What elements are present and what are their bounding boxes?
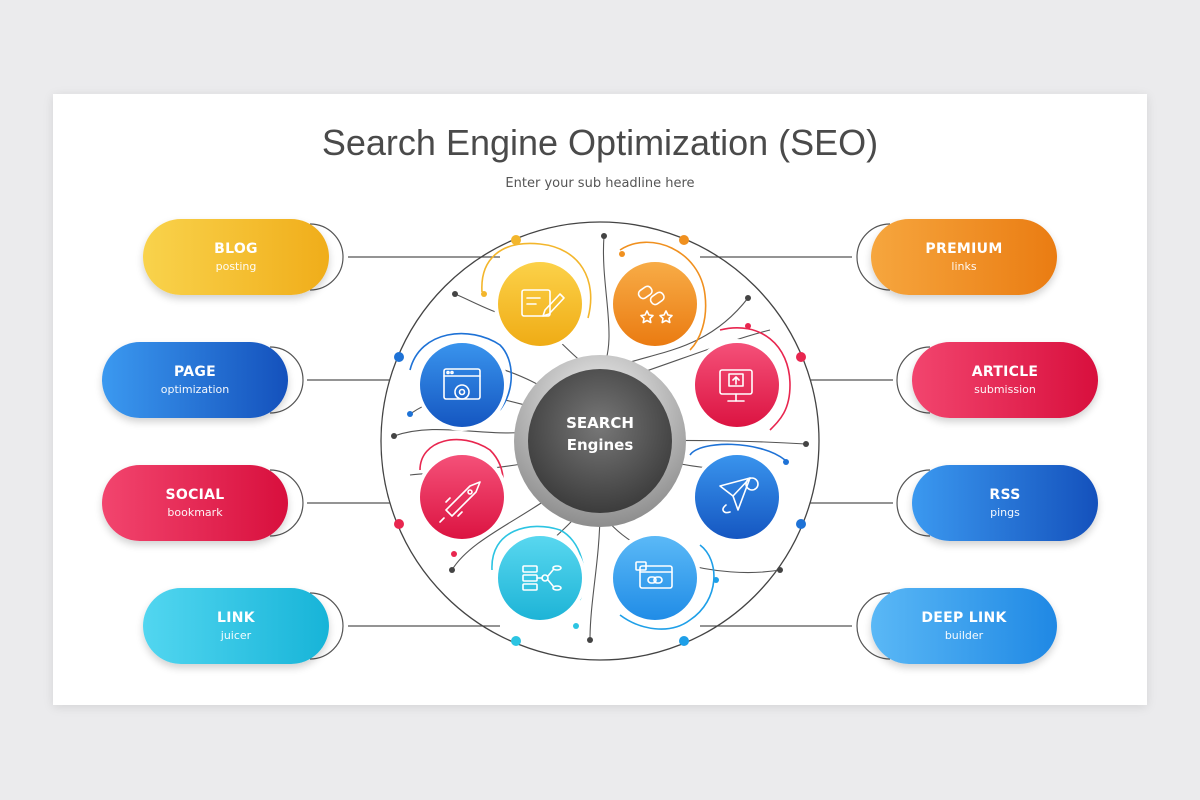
center-label: SEARCH Engines (530, 412, 670, 456)
pill-deeplink: DEEP LINK builder (871, 588, 1057, 664)
satellite-blog (494, 258, 586, 350)
chain-stars-icon (637, 285, 673, 324)
card-link-icon (635, 561, 673, 589)
pill-social-sub: bookmark (167, 506, 223, 519)
pill-premium-sub: links (951, 260, 977, 273)
ring-dots (394, 235, 806, 646)
pill-deeplink-sub: builder (944, 629, 984, 642)
database-network-icon (522, 565, 562, 591)
pill-social-title: SOCIAL (165, 487, 225, 503)
pill-premium-title: PREMIUM (925, 241, 1003, 257)
paper-plane-icon (719, 477, 759, 514)
outer-ring (380, 221, 820, 661)
pill-page-title: PAGE (173, 364, 217, 380)
rocket-tag-icon (439, 481, 481, 523)
pill-article-title: ARTICLE (971, 364, 1039, 380)
pill-rss-sub: pings (990, 506, 1020, 519)
pill-link-title: LINK (217, 610, 255, 626)
pill-page: PAGE optimization (102, 342, 288, 418)
pill-deeplink-title: DEEP LINK (921, 610, 1007, 626)
connector-lines (269, 223, 931, 660)
stem-dots (391, 233, 809, 643)
pill-blog: BLOG posting (143, 219, 329, 295)
pencil-doc-icon (521, 289, 565, 317)
monitor-upload-icon (719, 369, 753, 402)
pill-article-sub: submission (974, 383, 1036, 396)
pill-rss: RSS pings (912, 465, 1098, 541)
center-core (528, 369, 672, 513)
satellite-social (416, 451, 508, 543)
pill-social: SOCIAL bookmark (102, 465, 288, 541)
center-label-line1: SEARCH (566, 414, 634, 432)
pill-link-sub: juicer (220, 629, 252, 642)
satellite-rss (691, 451, 783, 543)
pill-blog-sub: posting (215, 260, 257, 273)
page-subtitle: Enter your sub headline here (505, 176, 695, 191)
pill-article: ARTICLE submission (912, 342, 1098, 418)
browser-gear-icon (443, 368, 481, 400)
pill-page-sub: optimization (160, 383, 230, 396)
pill-premium: PREMIUM links (871, 219, 1057, 295)
pill-link: LINK juicer (143, 588, 329, 664)
pill-rss-title: RSS (989, 487, 1021, 503)
satellite-article (691, 339, 783, 431)
pill-blog-title: BLOG (214, 241, 258, 257)
page-title: Search Engine Optimization (SEO) (321, 122, 879, 163)
center-label-line2: Engines (566, 436, 634, 454)
